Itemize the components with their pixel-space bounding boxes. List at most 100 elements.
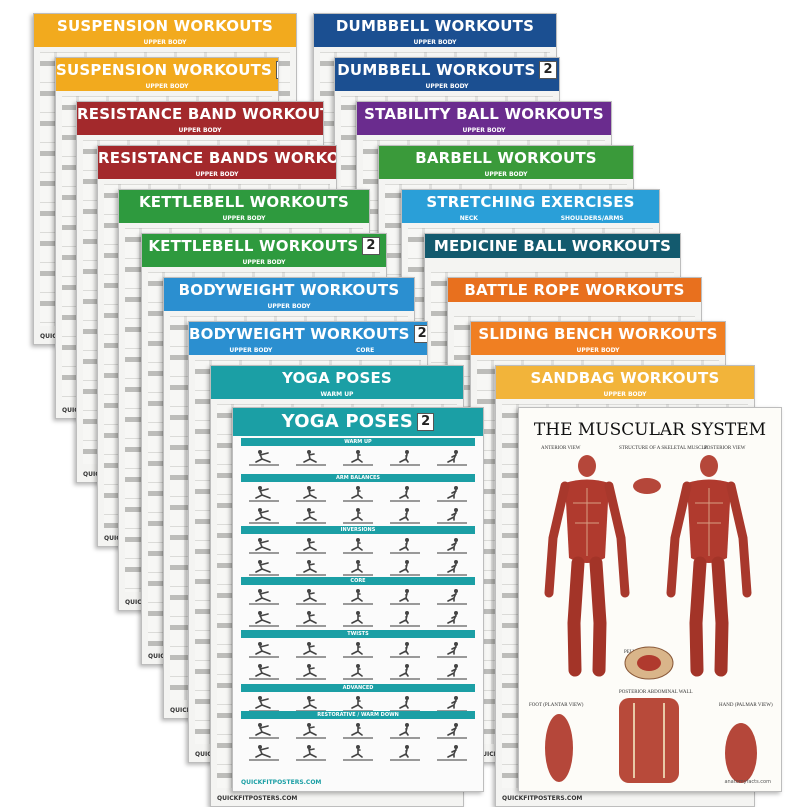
yoga-section-header: INVERSIONS: [241, 526, 475, 534]
poster-section-header: UPPER BODY: [164, 302, 414, 311]
section-label: CORE: [356, 347, 375, 354]
pose-illustration: [337, 449, 379, 466]
pose-row: [241, 559, 475, 576]
pose-illustration: [290, 537, 332, 554]
poster-title: STRETCHING EXERCISES: [426, 193, 635, 211]
poster-title-banner: MEDICINE BALL WORKOUTS: [425, 234, 680, 258]
yoga-section-header: TWISTS: [241, 630, 475, 638]
pose-illustration: [290, 485, 332, 502]
diagram-label-structure: STRUCTURE OF A SKELETAL MUSCLE: [619, 446, 708, 451]
volume-badge: 2: [539, 61, 557, 79]
poster-section-header: UPPER BODY: [119, 214, 369, 223]
pose-illustration: [431, 507, 473, 524]
pose-row: [241, 449, 475, 466]
pose-row: [241, 507, 475, 524]
poster-title: STABILITY BALL WORKOUTS: [364, 105, 604, 123]
pose-illustration: [431, 449, 473, 466]
pose-illustration: [290, 695, 332, 712]
poster-title: MEDICINE BALL WORKOUTS: [433, 237, 672, 255]
diagram-label-anterior: ANTERIOR VIEW: [541, 446, 581, 451]
poster-footer-brand: QUICKFITPOSTERS.COM: [502, 795, 583, 802]
pose-illustration: [243, 588, 285, 605]
pose-illustration: [243, 449, 285, 466]
pose-illustration: [431, 663, 473, 680]
pose-illustration: [243, 744, 285, 761]
poster-section-header: WARM UP: [211, 390, 463, 399]
poster-title-banner: DUMBBELL WORKOUTS: [314, 14, 556, 38]
poster-title: YOGA POSES: [282, 369, 392, 387]
pose-illustration: [337, 695, 379, 712]
pose-illustration: [431, 641, 473, 658]
pose-illustration: [337, 641, 379, 658]
volume-badge: 2: [413, 325, 427, 343]
anatomy-illustration: [544, 455, 757, 783]
pose-illustration: [337, 744, 379, 761]
poster-title: SUSPENSION WORKOUTS: [56, 61, 273, 79]
volume-badge: 2: [276, 61, 278, 79]
pose-illustration: [337, 588, 379, 605]
pose-illustration: [384, 610, 426, 627]
pose-illustration: [290, 641, 332, 658]
poster-title: BATTLE ROPE WORKOUTS: [464, 281, 685, 299]
volume-badge: 2: [417, 413, 435, 431]
pose-illustration: [384, 744, 426, 761]
pose-illustration: [243, 537, 285, 554]
yoga-section-header: ADVANCED: [241, 684, 475, 692]
poster-title: THE MUSCULAR SYSTEM: [533, 420, 767, 440]
pose-illustration: [337, 485, 379, 502]
poster-title: KETTLEBELL WORKOUTS: [148, 237, 359, 255]
pose-illustration: [431, 610, 473, 627]
poster-section-header: UPPER BODY CORE: [189, 346, 427, 355]
pose-illustration: [384, 537, 426, 554]
pose-illustration: [243, 722, 285, 739]
pose-illustration: [431, 695, 473, 712]
pose-illustration: [337, 663, 379, 680]
pose-illustration: [384, 641, 426, 658]
poster-title: SLIDING BENCH WORKOUTS: [478, 325, 718, 343]
pose-illustration: [384, 722, 426, 739]
human-figure: [666, 455, 752, 677]
poster-title-banner: BARBELL WORKOUTS: [379, 146, 633, 170]
poster-title: BODYWEIGHT WORKOUTS: [178, 281, 400, 299]
diagram-label-hand: HAND (PALMAR VIEW): [719, 703, 773, 708]
poster-title: DUMBBELL WORKOUTS: [337, 61, 536, 79]
pose-illustration: [431, 559, 473, 576]
pose-row: [241, 695, 475, 712]
pose-row: [241, 588, 475, 605]
poster-section-header: UPPER BODY: [142, 258, 386, 267]
section-label: UPPER BODY: [229, 347, 273, 354]
poster-section-header: UPPER BODY: [77, 126, 323, 135]
pose-illustration: [337, 537, 379, 554]
poster-section-header: UPPER BODY: [496, 390, 754, 399]
muscular-system-poster: THE MUSCULAR SYSTEM ANTERIOR VIEW STRUCTUR…: [518, 407, 782, 792]
pose-illustration: [290, 588, 332, 605]
pose-illustration: [290, 663, 332, 680]
poster-title: BARBELL WORKOUTS: [415, 149, 597, 167]
yoga-section-header: RESTORATIVE / WARM DOWN: [241, 711, 475, 719]
pose-illustration: [243, 507, 285, 524]
poster-title-banner: SUSPENSION WORKOUTS: [34, 14, 296, 38]
pose-illustration: [290, 449, 332, 466]
poster-title-banner: KETTLEBELL WORKOUTS: [119, 190, 369, 214]
pose-illustration: [337, 559, 379, 576]
poster-title: YOGA POSES: [281, 411, 414, 432]
pose-illustration: [243, 559, 285, 576]
poster-title-banner: BODYWEIGHT WORKOUTS: [164, 278, 414, 302]
pose-illustration: [384, 559, 426, 576]
human-figure: [544, 455, 630, 677]
pose-illustration: [290, 559, 332, 576]
poster-title-banner: STABILITY BALL WORKOUTS: [357, 102, 611, 126]
poster-section-header: UPPER BODY: [98, 170, 336, 179]
poster-title-banner: RESISTANCE BAND WORKOUTS: [77, 102, 323, 126]
pose-illustration: [384, 507, 426, 524]
pose-row: [241, 485, 475, 502]
poster-section-header: UPPER BODY: [335, 82, 559, 91]
pose-illustration: [384, 449, 426, 466]
yoga-section-header: ARM BALANCES: [241, 474, 475, 482]
poster-section-header: UPPER BODY: [357, 126, 611, 135]
poster-section-header: UPPER BODY: [314, 38, 556, 47]
